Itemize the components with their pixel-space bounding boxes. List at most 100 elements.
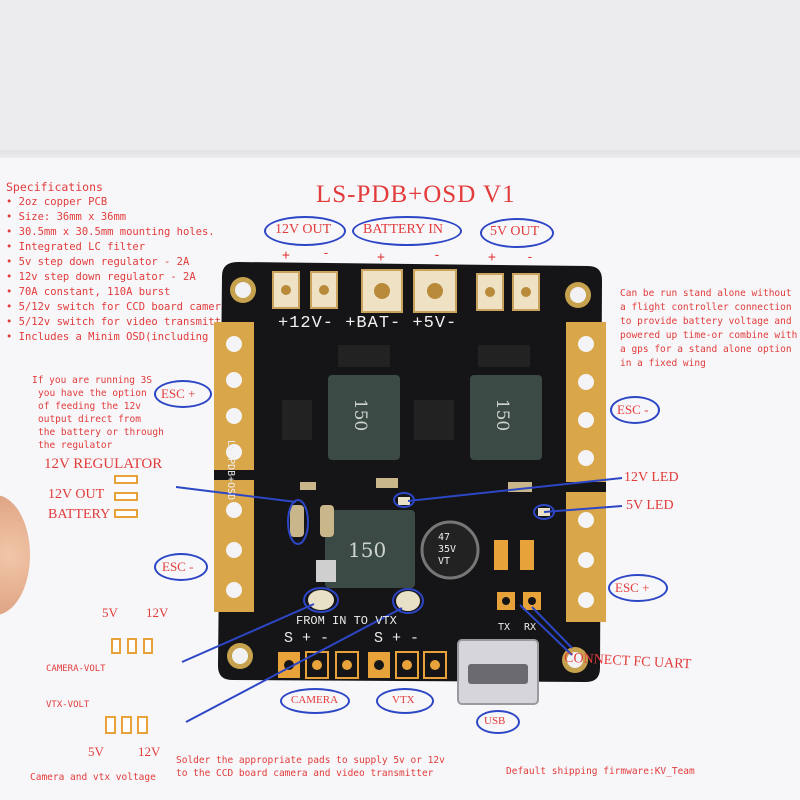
spec-item: • Size: 36mm x 36mm <box>6 211 127 223</box>
caption-left: Camera and vtx voltage <box>30 772 156 783</box>
left-note-line: If you are running 3S <box>32 375 153 386</box>
vtx-label: VTX <box>392 694 415 706</box>
esc-left-top-label: ESC + <box>161 386 196 401</box>
spec-item: • 70A constant, 110A burst <box>6 286 171 298</box>
right-copper-strip <box>566 322 606 622</box>
camera-pad-1 <box>111 638 121 654</box>
regulator-out: 12V OUT <box>48 487 105 502</box>
camera-oval <box>280 688 350 714</box>
pcb-side-text: LS-PDB+OSD <box>225 440 236 501</box>
camera-pad-2 <box>127 638 137 654</box>
right-note-line: to provide battery voltage and <box>620 316 792 327</box>
left-strip-holes <box>226 336 242 598</box>
out12-label: 12V OUT <box>275 222 332 237</box>
smd-pad-2 <box>320 505 334 537</box>
specs-heading: Specifications <box>6 180 103 194</box>
spec-item: • Includes a Minim OSD(including the gp1… <box>6 331 278 343</box>
left-note-line: the battery or through <box>38 427 164 438</box>
esc-right-top-oval <box>610 396 660 424</box>
smd-orange-1 <box>494 540 508 570</box>
spec-item: • 30.5mm x 30.5mm mounting holes. <box>6 226 215 238</box>
pcb-from-to: FROM IN TO VTX <box>296 614 397 628</box>
spec-item: • 5/12v switch for video transmitter <box>6 316 234 328</box>
led-12v-label: 12V LED <box>624 470 679 485</box>
regulator-pad-3 <box>114 509 138 518</box>
vtx-pads <box>368 651 447 679</box>
capacitor <box>420 520 480 580</box>
regulator-pad-1 <box>114 475 138 484</box>
sign-minus-12: - <box>322 246 330 261</box>
out5-label: 5V OUT <box>490 224 540 239</box>
vtx-volt-12v: 12V <box>138 744 161 759</box>
right-note-line: a gps for a stand alone option <box>620 344 792 355</box>
left-note-line: the regulator <box>38 440 113 451</box>
pcb-s-plus-minus: S + - <box>284 630 330 647</box>
vtx-pad-1 <box>105 716 116 734</box>
cap-text-2: 35V <box>438 544 457 555</box>
regulator-battery: BATTERY <box>48 507 111 522</box>
spec-item: • Integrated LC filter <box>6 241 146 253</box>
left-note-line: you have the option <box>38 388 147 399</box>
inductor-right <box>470 375 542 460</box>
out5-oval <box>480 218 554 248</box>
ic-left <box>338 345 390 367</box>
pcb-top-row: +12V- +BAT- +5V- <box>278 314 458 333</box>
led-12v <box>398 497 410 505</box>
esc-left-bottom-oval <box>154 553 208 581</box>
camera-jumper-pad <box>308 590 334 610</box>
battery-in-oval <box>352 216 462 246</box>
sign-plus-12: + <box>282 248 290 263</box>
esc-left-top-oval <box>154 380 212 408</box>
smd-pad-1 <box>290 505 304 537</box>
spec-item: • 5v step down regulator - 2A <box>6 256 190 268</box>
vtx-volt-label: VTX-VOLT <box>46 700 90 710</box>
out12-oval <box>264 216 346 246</box>
vtx-pad-3 <box>137 716 148 734</box>
pcb-rx: RX <box>524 622 537 633</box>
left-note-line: output direct from <box>38 414 141 425</box>
right-note-line: powered up time-or combine with <box>620 330 798 341</box>
sign-minus-bat: - <box>433 248 441 263</box>
inductor-center-text: 150 <box>348 538 387 562</box>
camera-volt-12v: 12V <box>146 605 169 620</box>
pad-12v-minus <box>310 271 338 309</box>
esc-right-top-label: ESC - <box>617 402 649 417</box>
ic-center-right <box>414 400 454 440</box>
smd-orange-2 <box>520 540 534 570</box>
left-copper-strip <box>214 322 254 612</box>
board-ovals <box>287 492 555 614</box>
right-note-line: Can be run stand alone without <box>620 288 792 299</box>
sign-plus-5: + <box>488 250 496 265</box>
battery-in-label: BATTERY IN <box>363 222 443 237</box>
spec-item: • 5/12v switch for CCD board camera <box>6 301 228 313</box>
led-5v-label: 5V LED <box>626 498 674 513</box>
ic-right <box>478 345 530 367</box>
vtx-pad-2 <box>121 716 132 734</box>
inductor-left-text: 150 <box>350 398 371 432</box>
cap-text-1: 47 <box>438 532 451 543</box>
spec-item: • 2oz copper PCB <box>6 196 108 208</box>
cap-text-3: VT <box>438 556 451 567</box>
pcb-s-plus-minus-vtx: S + - <box>374 630 420 647</box>
regulator-title: 12V REGULATOR <box>44 456 163 472</box>
solder-note-1: Solder the appropriate pads to supply 5v… <box>176 755 445 766</box>
camera-label: CAMERA <box>291 694 339 706</box>
vtx-volt-5v: 5V <box>88 744 104 759</box>
usb-label: USB <box>484 715 506 727</box>
esc-left-bottom-label: ESC - <box>162 559 194 574</box>
inductor-center <box>325 510 415 588</box>
usb-oval <box>476 710 520 734</box>
firmware-note: Default shipping firmware:KV_Team <box>506 766 695 777</box>
ic-center-left <box>282 400 312 440</box>
right-note-line: in a fixed wing <box>620 358 706 369</box>
smd-pad-3 <box>316 560 336 582</box>
camera-volt-5v: 5V <box>102 605 118 620</box>
right-strip-holes <box>578 336 594 608</box>
camera-pads <box>278 651 359 679</box>
inductor-left <box>328 375 400 460</box>
sign-minus-5: - <box>526 250 534 265</box>
vtx-oval <box>376 688 434 714</box>
esc-right-bottom-label: ESC + <box>615 580 650 595</box>
